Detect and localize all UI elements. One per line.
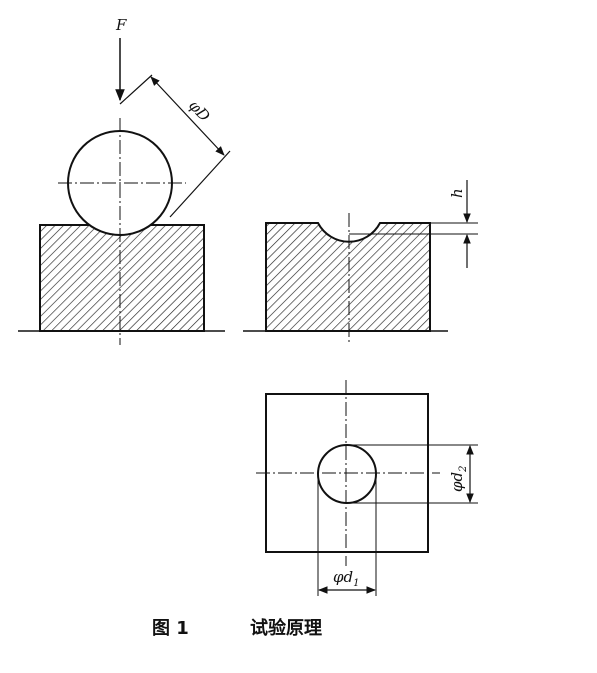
specimen-block-right [265, 222, 431, 332]
depth-label: h [448, 188, 466, 198]
ball-diameter-extension-upper [119, 74, 153, 105]
ball-diameter-extension-lower [169, 150, 231, 218]
d1-label: φd1 [333, 568, 359, 589]
loading-view: F φD [18, 16, 231, 345]
indentation-section-view: h [243, 180, 478, 345]
indentation-top-view: φd1 φd2 [256, 380, 478, 596]
force-label: F [115, 16, 127, 34]
ball-diameter-label: φD [185, 96, 214, 125]
d2-label: φd2 [448, 466, 469, 492]
specimen-block-left [39, 224, 205, 332]
ball-diameter-dimension-line [150, 76, 225, 156]
